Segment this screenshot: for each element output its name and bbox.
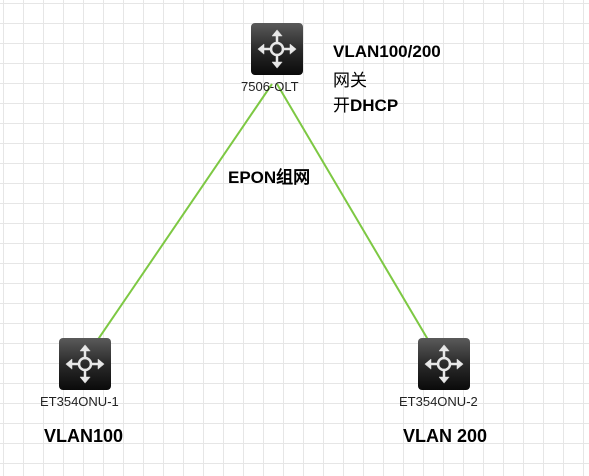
olt-dhcp-keyword: DHCP — [350, 96, 399, 115]
olt-dhcp-prefix: 开 — [333, 96, 350, 115]
link-olt-onu2 — [276, 83, 441, 361]
onu2-device[interactable] — [417, 337, 471, 391]
network-switch-icon — [418, 338, 470, 390]
network-switch-icon — [251, 23, 303, 75]
olt-label: 7506-OLT — [241, 79, 299, 94]
olt-dhcp-note: 开DHCP — [333, 91, 398, 116]
network-switch-icon — [59, 338, 111, 390]
olt-device[interactable] — [250, 22, 304, 76]
onu1-label: ET354ONU-1 — [40, 394, 119, 409]
onu1-device[interactable] — [58, 337, 112, 391]
onu2-vlan-label: VLAN 200 — [403, 426, 488, 446]
onu2-label: ET354ONU-2 — [399, 394, 478, 409]
olt-vlan-note: VLAN100/200 — [333, 42, 441, 61]
network-label: EPON组网 — [228, 168, 311, 187]
olt-gateway-note: 网关 — [333, 71, 367, 90]
link-olt-onu1 — [83, 83, 273, 361]
onu1-vlan-label: VLAN100 — [44, 426, 124, 446]
